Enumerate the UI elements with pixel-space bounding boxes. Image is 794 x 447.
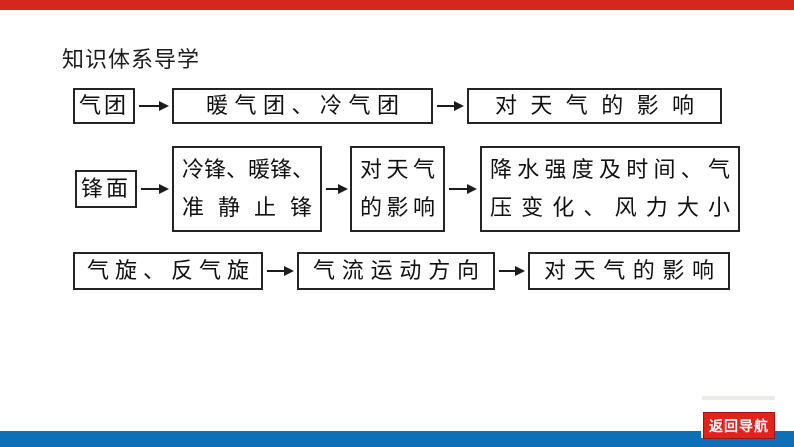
faint-artifact [702,396,775,400]
top-accent-bar [0,0,794,10]
box-label: 气流运动方向 [313,258,479,283]
box-airflow-direction: 气流运动方向 [297,252,495,290]
box-label-line: 的影响 [360,195,435,220]
box-front: 锋面 [75,170,137,208]
arrow-right-icon [326,180,348,198]
box-weather-impact-1: 对天气的影响 [467,88,722,124]
box-weather-impact-3: 对天气的影响 [528,252,730,290]
box-label-line: 冷锋、暖锋、 [182,157,315,182]
box-label-line: 压变化、风力大小 [490,195,730,220]
box-label-line: 准静止锋 [182,195,312,220]
back-nav-button[interactable]: 返回导航 [703,412,775,439]
page-title: 知识体系导学 [62,47,201,72]
box-label: 气团 [78,93,129,118]
box-label: 暖气团、冷气团 [206,93,399,118]
box-label-line: 对天气 [360,157,435,182]
bottom-nav-bar [0,431,794,447]
box-label: 对天气的影响 [544,258,714,283]
box-label: 气旋、反气旋 [87,258,249,283]
box-weather-details: 降水强度及时间、气 压变化、风力大小 [480,146,740,232]
arrow-right-icon [141,180,169,198]
box-warm-cold-air-mass: 暖气团、冷气团 [172,88,433,124]
box-air-mass: 气团 [73,88,135,124]
box-label-line: 降水强度及时间、气 [490,157,730,182]
box-label: 锋面 [80,176,131,201]
box-front-types: 冷锋、暖锋、 准静止锋 [172,146,322,232]
arrow-right-icon [499,262,525,280]
box-cyclone-anticyclone: 气旋、反气旋 [73,252,263,290]
arrow-right-icon [449,180,477,198]
box-weather-impact-2: 对天气 的影响 [350,146,445,232]
arrow-right-icon [437,97,464,115]
arrow-right-icon [139,97,169,115]
arrow-right-icon [267,262,294,280]
box-label: 对天气的影响 [495,93,694,118]
